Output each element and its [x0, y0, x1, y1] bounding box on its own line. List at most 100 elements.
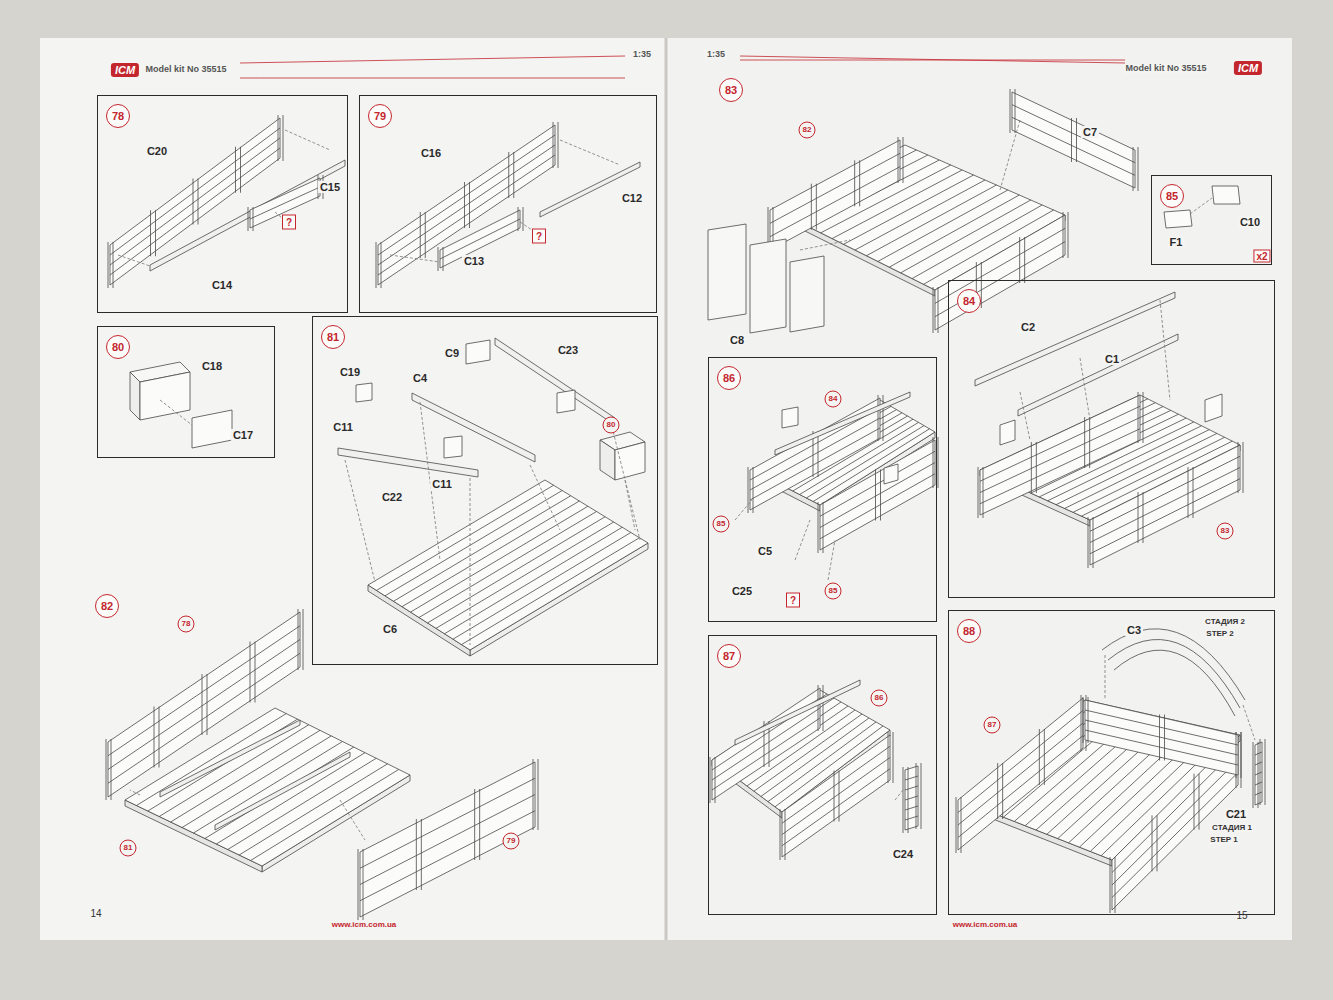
part-line — [419, 512, 597, 618]
part-line — [420, 212, 421, 258]
leader-line — [275, 212, 282, 218]
part-outline — [192, 410, 232, 448]
part-line — [956, 797, 957, 853]
part-line — [193, 179, 194, 225]
leader-line — [1080, 358, 1090, 420]
step-frame: 84 — [948, 280, 1275, 598]
part-line — [518, 207, 519, 231]
quantity-mark: x2 — [1253, 250, 1270, 263]
step-number-circle: 87 — [717, 644, 741, 668]
part-line — [1236, 732, 1237, 778]
part-outline — [820, 440, 935, 550]
part-line — [893, 732, 894, 783]
part-line — [198, 179, 199, 225]
part-outline — [1255, 742, 1262, 805]
part-outline — [782, 407, 798, 428]
part-line — [1133, 147, 1134, 191]
page-number: 15 — [1236, 910, 1247, 921]
part-line — [438, 247, 439, 271]
part-line — [878, 190, 1008, 261]
part-line — [1138, 492, 1139, 543]
part-line — [469, 182, 470, 228]
part-line — [782, 769, 890, 846]
part-line — [1110, 857, 1111, 913]
part-line — [780, 809, 781, 860]
part-line — [303, 609, 304, 670]
part-line — [958, 736, 1083, 838]
part-line — [110, 128, 280, 255]
part-outline — [150, 160, 345, 271]
part-line — [1255, 752, 1262, 755]
step-number: 78 — [112, 111, 124, 122]
part-line — [558, 122, 559, 168]
part-outline — [735, 680, 860, 745]
part-line — [997, 763, 998, 819]
part-outline — [412, 393, 535, 462]
part-line — [202, 674, 203, 735]
right-page — [666, 38, 1292, 940]
step-number-circle: 81 — [321, 325, 345, 349]
part-line — [402, 501, 579, 607]
part-line — [820, 463, 935, 528]
part-line — [421, 819, 422, 890]
step-frame: 86 — [708, 357, 937, 622]
callout-number: 78 — [178, 616, 195, 633]
part-line — [980, 406, 1140, 481]
part-line — [462, 538, 640, 645]
part-number: C18 — [200, 360, 224, 372]
part-line — [150, 210, 151, 256]
callout-number: 82 — [799, 122, 816, 139]
part-line — [155, 210, 156, 256]
part-line — [770, 167, 900, 237]
part-line — [1188, 467, 1189, 518]
part-outline — [356, 383, 372, 402]
leader-line — [345, 460, 375, 582]
part-line — [376, 242, 377, 288]
part-line — [553, 122, 554, 168]
part-line — [445, 527, 623, 634]
part-line — [1255, 772, 1262, 775]
part-line — [750, 408, 880, 480]
website: www.icm.com.ua — [332, 921, 397, 930]
part-number: F1 — [1168, 236, 1185, 248]
part-line — [1088, 517, 1089, 568]
optional-part-mark: ? — [786, 593, 800, 608]
part-line — [1260, 739, 1261, 805]
part-line — [360, 811, 535, 901]
part-line — [818, 502, 819, 553]
part-number: C11 — [331, 421, 355, 433]
part-number: C6 — [381, 623, 399, 635]
part-line — [1143, 492, 1144, 543]
leader-line — [390, 255, 440, 262]
step-frame: 88 — [948, 610, 1275, 915]
part-line — [834, 771, 835, 822]
header-rule — [240, 78, 625, 79]
part-outline — [140, 372, 190, 420]
step-number: 88 — [963, 626, 975, 637]
part-line — [443, 247, 444, 271]
brand-logo: ICM — [111, 63, 139, 77]
part-outline — [615, 442, 645, 480]
part-number: C3 — [1125, 624, 1143, 636]
part-outline — [958, 698, 1083, 850]
part-number: C11 — [430, 478, 454, 490]
part-outline — [1085, 700, 1238, 775]
optional-part-mark: ? — [282, 215, 296, 230]
leader-line — [795, 520, 810, 560]
part-line — [1255, 792, 1262, 795]
part-line — [935, 228, 1065, 303]
part-line — [235, 147, 236, 193]
step-number-circle: 88 — [957, 619, 981, 643]
part-line — [1199, 774, 1200, 830]
stage-label: СТАДИЯ 2 — [1204, 618, 1246, 627]
leader-line — [285, 130, 330, 150]
part-line — [1085, 730, 1238, 765]
part-number: C17 — [231, 429, 255, 441]
step-marker: 83 — [719, 78, 743, 102]
part-line — [1164, 715, 1165, 761]
part-outline — [884, 464, 898, 484]
left-page — [40, 38, 666, 940]
part-outline — [466, 340, 490, 364]
part-line — [903, 137, 904, 183]
step-frame: 79 — [359, 95, 657, 313]
